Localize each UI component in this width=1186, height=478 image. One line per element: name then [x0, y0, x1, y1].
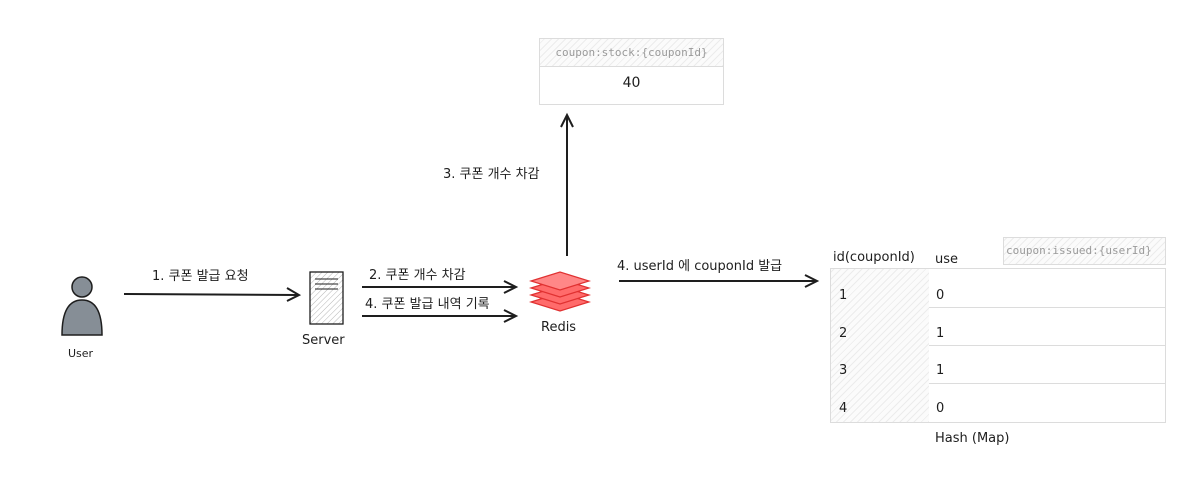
- redis-icon: [528, 271, 592, 312]
- hash-header-id: id(couponId): [833, 250, 915, 265]
- stock-key: coupon:stock:{couponId}: [540, 39, 723, 67]
- arrow-redis-to-stock: [560, 112, 574, 256]
- server-icon: [309, 271, 344, 325]
- edge-label-decrement-server: 2. 쿠폰 개수 차감: [369, 268, 466, 283]
- edge-label-record-hash: 4. userId 에 couponId 발급: [617, 259, 783, 274]
- hash-table: 1 0 2 1 3 1 4 0: [830, 268, 1166, 423]
- row-divider: [929, 345, 1165, 346]
- hash-row-use: 0: [936, 288, 945, 303]
- hash-caption: Hash (Map): [935, 431, 1010, 446]
- row-divider: [929, 307, 1165, 308]
- hash-row-id: 3: [839, 363, 848, 378]
- row-divider: [929, 383, 1165, 384]
- hash-header-use: use: [935, 252, 959, 267]
- arrow-redis-to-hash: [619, 274, 820, 288]
- edge-label-record-server: 4. 쿠폰 발급 내역 기록: [365, 297, 490, 312]
- edge-label-decrement-stock: 3. 쿠폰 개수 차감: [443, 167, 540, 182]
- hash-row-use: 1: [936, 326, 945, 341]
- hash-id-column: [831, 269, 929, 422]
- stock-box: coupon:stock:{couponId} 40: [539, 38, 724, 105]
- server-label: Server: [302, 333, 345, 348]
- redis-label: Redis: [541, 320, 577, 335]
- hash-row-id: 1: [839, 288, 848, 303]
- user-icon: [61, 276, 103, 336]
- stock-value: 40: [622, 75, 641, 91]
- issued-key: coupon:issued:{userId}: [1003, 237, 1166, 265]
- hash-row-use: 0: [936, 401, 945, 416]
- arrow-server-to-redis-decrement: [362, 280, 519, 294]
- arrow-server-to-redis-record: [362, 309, 519, 323]
- hash-row-id: 2: [839, 326, 848, 341]
- user-label: User: [68, 347, 94, 360]
- hash-row-id: 4: [839, 401, 848, 416]
- arrow-user-to-server: [123, 287, 302, 302]
- hash-row-use: 1: [936, 363, 945, 378]
- edge-label-request: 1. 쿠폰 발급 요청: [152, 269, 249, 284]
